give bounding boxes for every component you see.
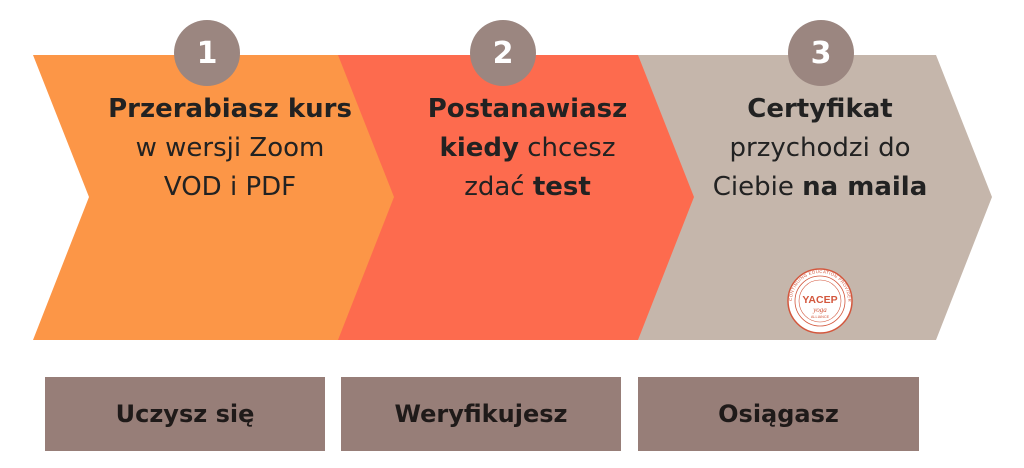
- step-2-line3-normal: zdać: [464, 172, 533, 202]
- step-2-text: Postanawiasz kiedy chcesz zdać test: [395, 90, 660, 207]
- step-2-badge: 2: [470, 20, 536, 86]
- step-3-line3-normal: Ciebie: [712, 172, 803, 202]
- step-1-line2: w wersji Zoom: [135, 133, 325, 163]
- step-2-line2-tail: chcesz: [518, 133, 616, 163]
- step-2-chevron-shape: [338, 55, 700, 340]
- seal-sub-text: ALLIANCE: [811, 315, 830, 319]
- seal-script-text: yoga: [812, 306, 827, 314]
- step-2-fill: [338, 55, 700, 340]
- step-2-line3-bold: test: [532, 172, 591, 202]
- step-2-line2-bold: kiedy: [439, 133, 519, 163]
- step-1-chevron-shape: [33, 55, 395, 340]
- step-3-line2: przychodzi do: [729, 133, 911, 163]
- step-3-badge: 3: [788, 20, 854, 86]
- label-step-3: Osiągasz: [638, 377, 919, 451]
- step-1-text: Przerabiasz kurs w wersji Zoom VOD i PDF: [95, 90, 365, 207]
- seal-main-text: YACEP: [802, 294, 837, 306]
- step-1-line3: VOD i PDF: [163, 172, 297, 202]
- step-1-badge: 1: [174, 20, 240, 86]
- yacep-seal-icon: CONTINUING EDUCATION PROVIDER YACEP yoga…: [787, 268, 853, 334]
- step-2-line1: Postanawiasz: [427, 94, 628, 124]
- step-3-line1: Certyfikat: [747, 94, 893, 124]
- step-3-chevron-shape: [638, 55, 992, 340]
- step-1-line1: Przerabiasz kurs: [108, 94, 352, 124]
- step-3-text: Certyfikat przychodzi do Ciebie na maila: [695, 90, 945, 207]
- step-1-fill: [33, 55, 395, 340]
- step-3-fill: [638, 55, 992, 340]
- step-2-chevron: [330, 55, 700, 340]
- step-3-line3-bold: na maila: [802, 172, 928, 202]
- step-1-chevron: [25, 55, 395, 340]
- label-step-2: Weryfikujesz: [341, 377, 621, 451]
- step-3-chevron: [630, 55, 995, 340]
- label-step-1: Uczysz się: [45, 377, 325, 451]
